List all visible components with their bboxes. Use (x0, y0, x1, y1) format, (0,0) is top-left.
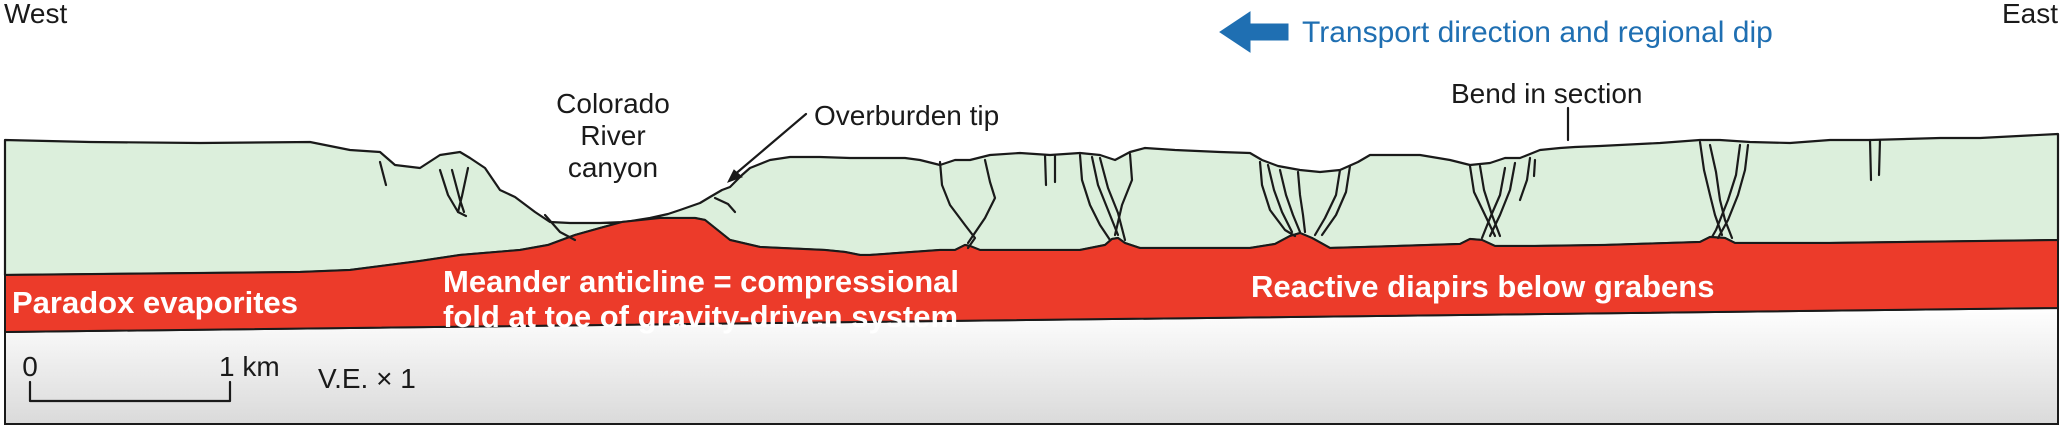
scale-zero-label: 0 (22, 351, 38, 382)
east-label: East (2002, 0, 2058, 29)
vertical-exaggeration-label: V.E. × 1 (318, 363, 416, 394)
bend-in-section-label: Bend in section (1451, 78, 1642, 109)
canyon-label-line-2: River (580, 120, 645, 151)
paradox-evaporite-layer (4, 217, 2059, 333)
scale-one-km-label: 1 km (219, 351, 280, 382)
canyon-label-line-3: canyon (568, 152, 658, 183)
fault-lines (378, 138, 1882, 250)
meander-anticline-label-line-1: Meander anticline = compressional (443, 264, 959, 299)
scale-bar (28, 380, 232, 403)
canyon-label-line-1: Colorado (556, 88, 670, 119)
transport-direction-label: Transport direction and regional dip (1302, 16, 1773, 49)
transport-arrow-icon (1219, 11, 1289, 53)
west-label: West (4, 0, 67, 29)
reactive-diapirs-label: Reactive diapirs below grabens (1251, 269, 1714, 304)
overburden-tip-label: Overburden tip (814, 100, 999, 131)
paradox-evaporites-label: Paradox evaporites (12, 285, 298, 320)
meander-anticline-label-line-2: fold at toe of gravity-driven system (443, 299, 958, 334)
overburden-tip-arrow (726, 112, 808, 183)
